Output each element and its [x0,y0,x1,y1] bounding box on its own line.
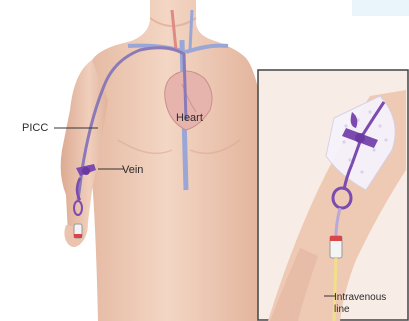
label-iv-line-1: Intravenous [334,292,386,303]
label-heart: Heart [176,112,203,124]
inset-connector-cap [330,236,342,241]
label-picc: PICC [22,122,48,134]
corner-tab [352,0,409,16]
inset-panel: Intravenous line [258,70,408,321]
label-vein: Vein [122,164,143,176]
carotid-blue [190,10,192,50]
label-iv-line-2: line [334,304,350,315]
